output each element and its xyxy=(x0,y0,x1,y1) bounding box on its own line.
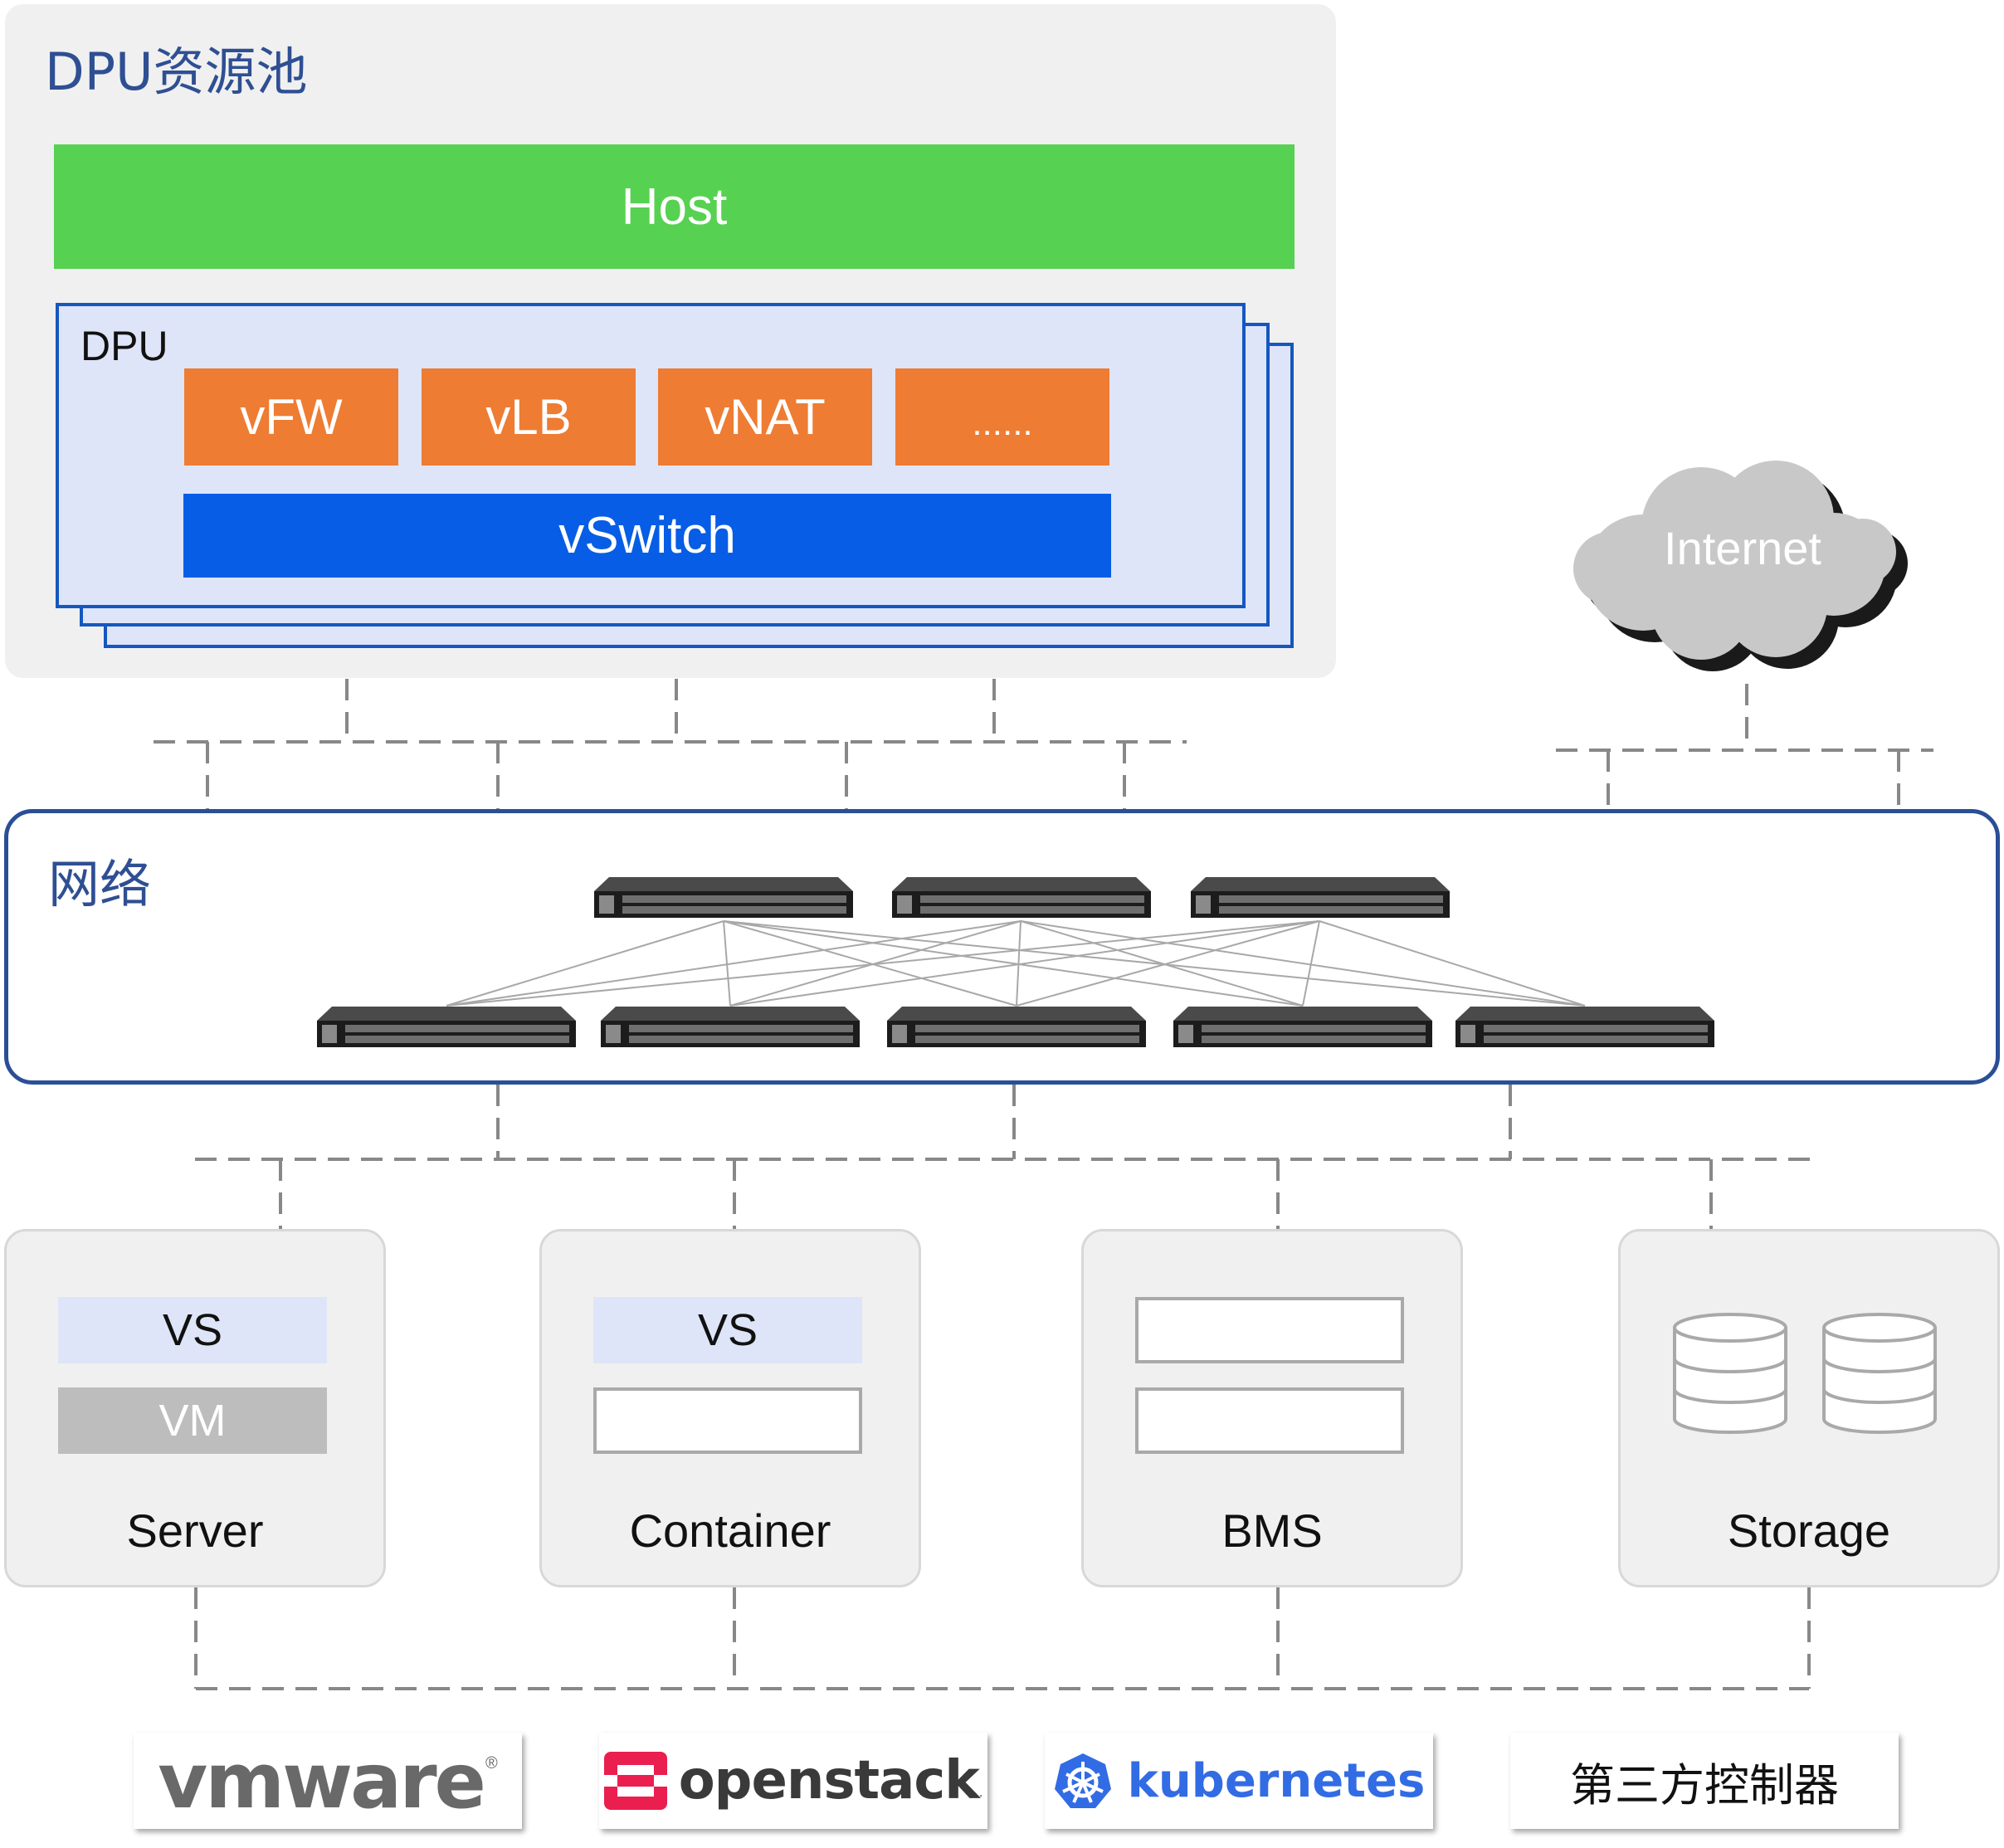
openstack-emblem-icon xyxy=(603,1752,667,1810)
openstack-logo: openstack . xyxy=(599,1733,987,1829)
bms-empty-bar-top xyxy=(1135,1297,1404,1363)
function-vfw: vFW xyxy=(184,368,398,466)
bms-empty-bar-bottom xyxy=(1135,1387,1404,1454)
openstack-logo-text: openstack xyxy=(678,1750,980,1811)
container-vs-label: VS xyxy=(697,1305,758,1355)
bms-label: BMS xyxy=(1221,1504,1323,1557)
vswitch-label: vSwitch xyxy=(558,507,736,564)
database-icon xyxy=(1822,1313,1937,1434)
network-title: 网络 xyxy=(48,854,152,914)
leaf-switch-icon xyxy=(601,1007,860,1047)
leaf-switch-icon xyxy=(1455,1007,1714,1047)
leaf-switch-icon xyxy=(887,1007,1146,1047)
function-vnat: vNAT xyxy=(658,368,872,466)
database-icon xyxy=(1673,1313,1787,1434)
vmware-logo-text: vmware xyxy=(158,1736,486,1826)
function-vlb-label: vLB xyxy=(485,389,572,445)
dpu-pool-title: DPU资源池 xyxy=(45,41,308,102)
host-label: Host xyxy=(621,178,728,236)
dpu-label: DPU xyxy=(80,323,168,369)
leaf-switch-icon xyxy=(1173,1007,1432,1047)
vmware-registered-mark: ® xyxy=(485,1754,498,1772)
kubernetes-logo: kubernetes xyxy=(1045,1733,1433,1829)
internet-cloud-icon xyxy=(1573,461,1908,671)
container-label: Container xyxy=(629,1504,831,1557)
function-more: ...... xyxy=(895,368,1109,466)
third-party-controller: 第三方控制器 xyxy=(1510,1733,1899,1829)
spine-switch-icon xyxy=(1191,877,1450,918)
server-vs-bar: VS xyxy=(58,1297,327,1363)
leaf-switch-icon xyxy=(317,1007,576,1047)
kubernetes-logo-text: kubernetes xyxy=(1127,1753,1426,1808)
storage-label: Storage xyxy=(1727,1504,1891,1557)
kubernetes-helm-icon xyxy=(1054,1753,1111,1808)
third-party-controller-label: 第三方控制器 xyxy=(1570,1758,1839,1811)
spine-switch-icon xyxy=(594,877,853,918)
container-empty-bar xyxy=(593,1387,862,1454)
server-vm-bar: VM xyxy=(58,1387,327,1454)
server-vm-label: VM xyxy=(158,1396,227,1446)
server-vs-label: VS xyxy=(162,1305,223,1355)
function-vfw-label: vFW xyxy=(240,389,343,445)
host-bar: Host xyxy=(54,144,1295,269)
function-more-label: ...... xyxy=(972,402,1033,443)
internet-label: Internet xyxy=(1664,522,1821,574)
server-label: Server xyxy=(126,1504,264,1557)
spine-switch-icon xyxy=(892,877,1151,918)
vswitch-bar: vSwitch xyxy=(183,494,1111,578)
function-vnat-label: vNAT xyxy=(705,389,826,445)
openstack-mark: . xyxy=(978,1786,983,1800)
vmware-logo: vmware ® xyxy=(134,1733,522,1829)
container-vs-bar: VS xyxy=(593,1297,862,1363)
function-vlb: vLB xyxy=(422,368,636,466)
